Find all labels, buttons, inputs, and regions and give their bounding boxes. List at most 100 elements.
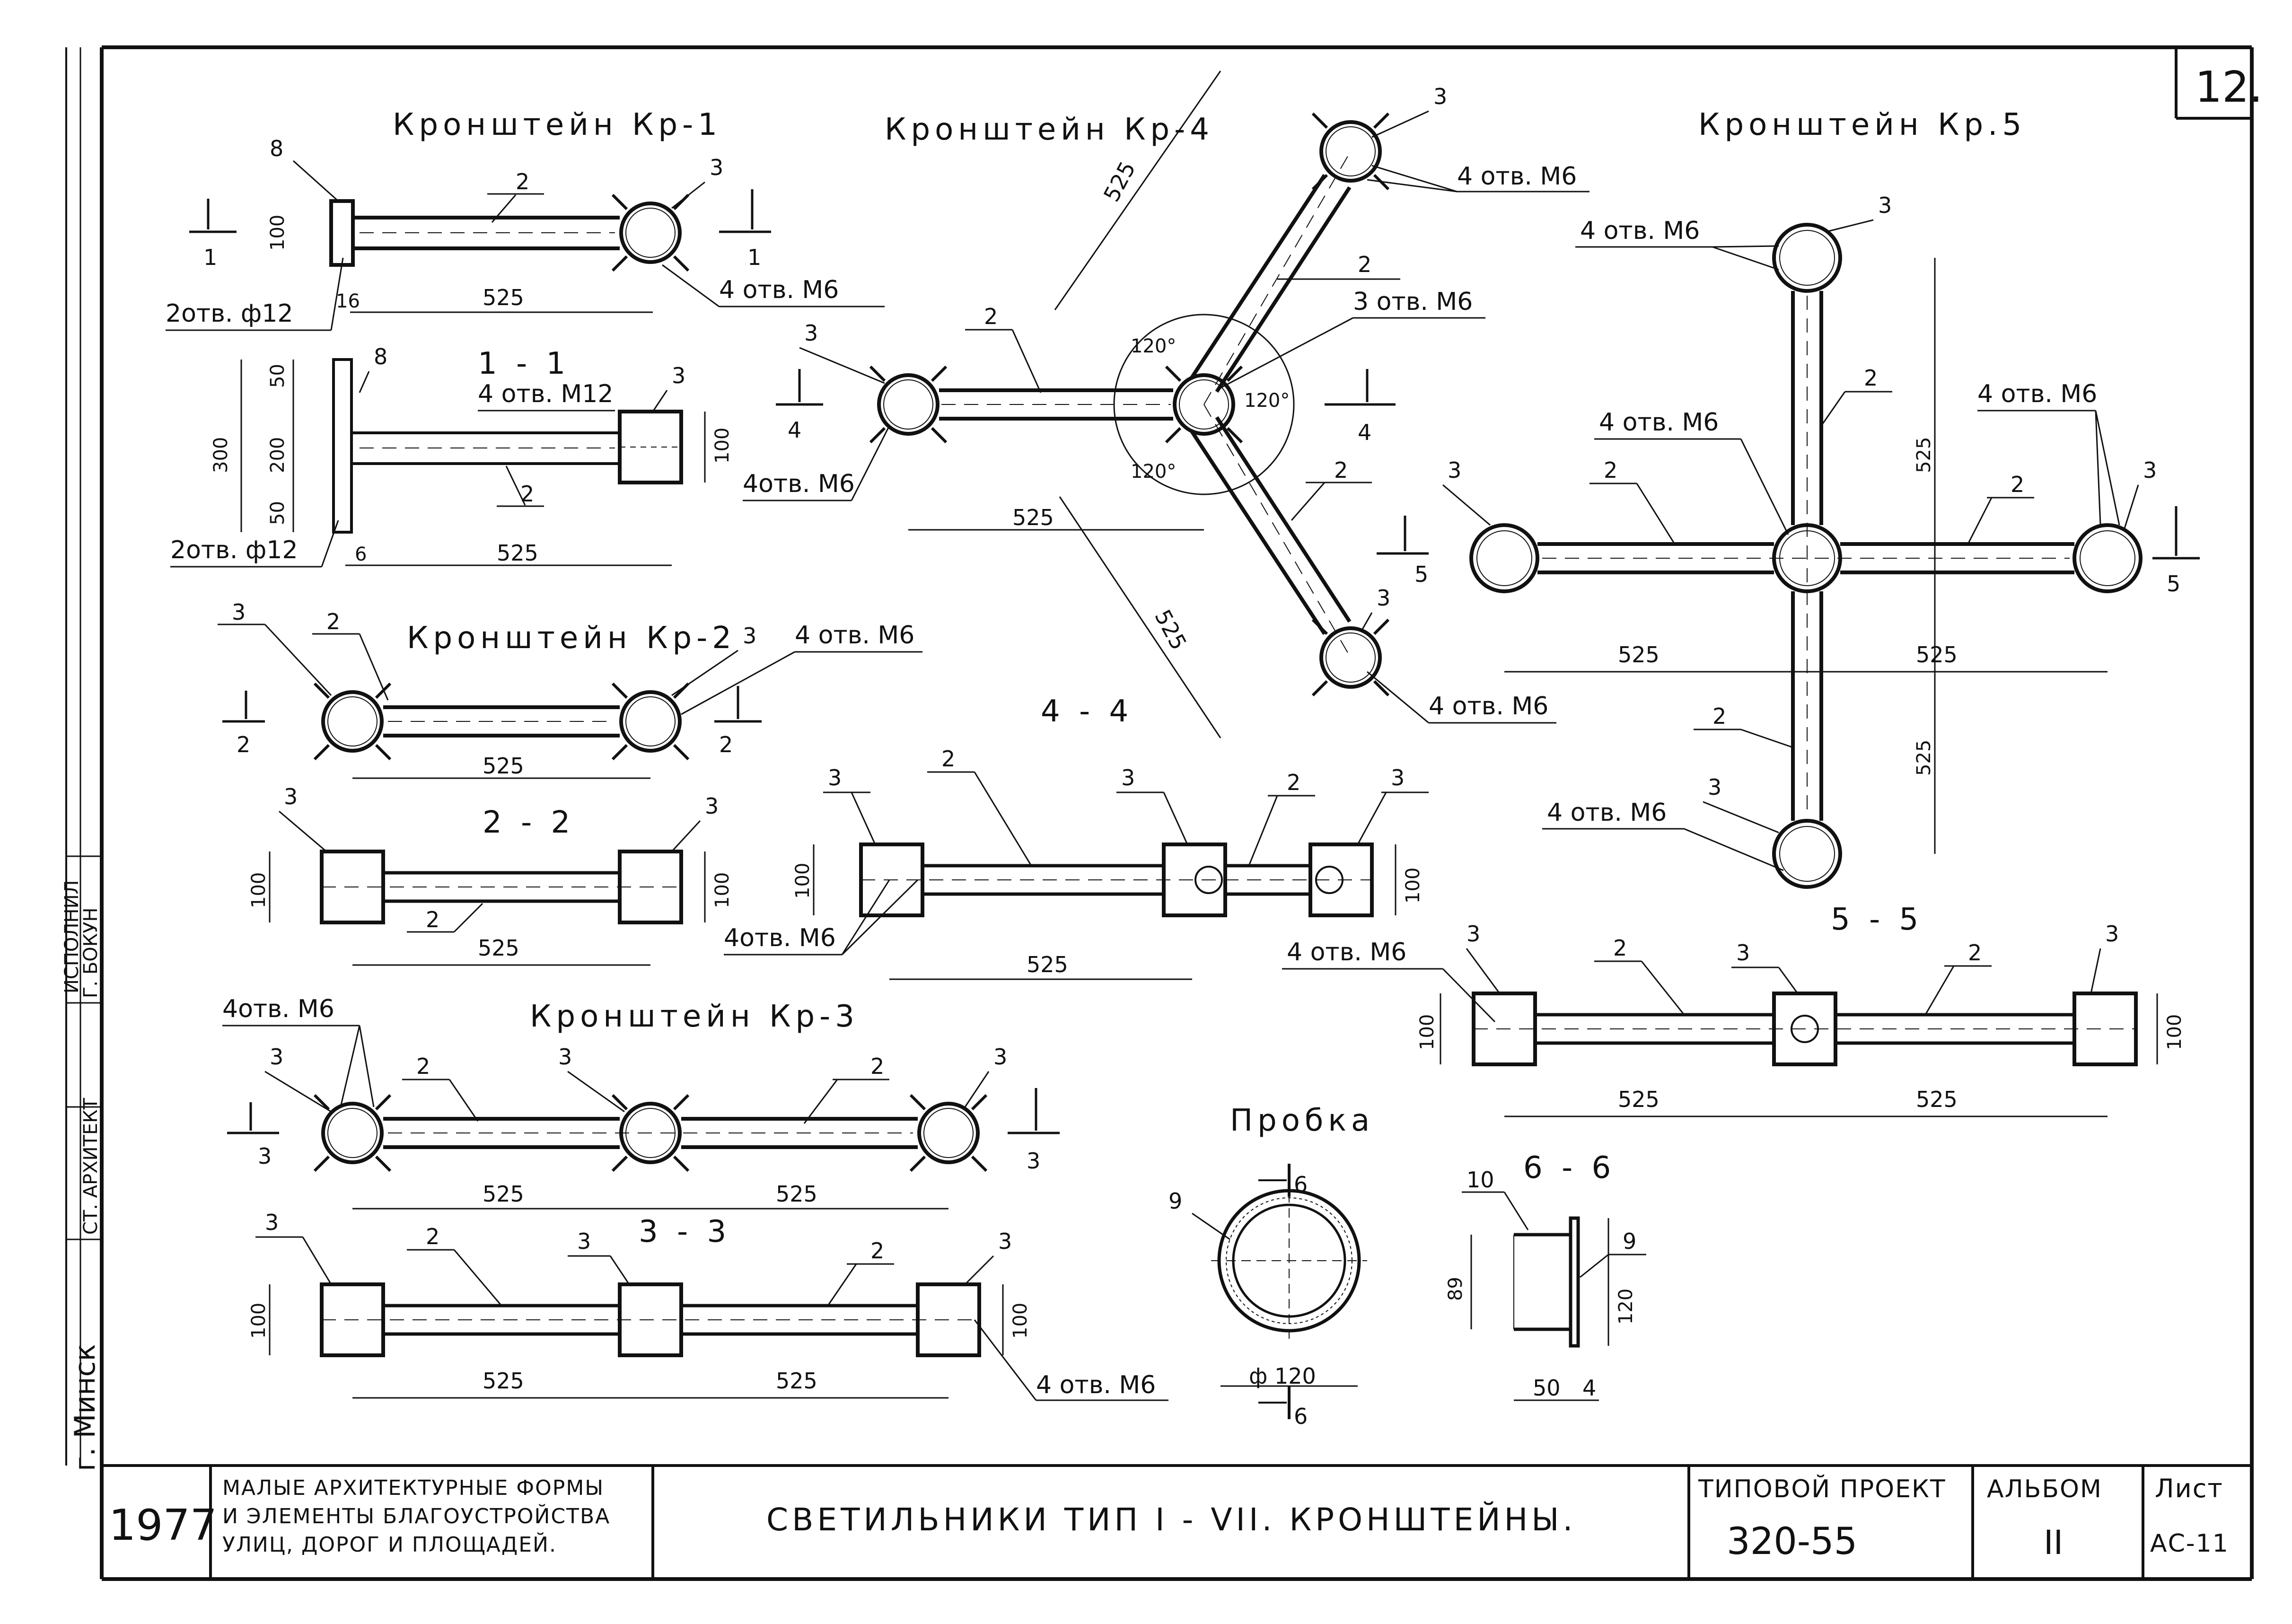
kr1-dim-525: 525 xyxy=(483,285,524,310)
sec44-part-3a: 3 xyxy=(828,765,842,790)
kr5-part-3c: 3 xyxy=(2143,457,2157,483)
title-block: 1977 МАЛЫЕ АРХИТЕКТУРНЫЕ ФОРМЫ И ЭЛЕМЕНТ… xyxy=(109,1466,2229,1579)
sec55-part-3a: 3 xyxy=(1467,921,1480,947)
sec66-dim-120: 120 xyxy=(1615,1289,1637,1325)
stamp-role-1: СТ. АРХИТЕКТ xyxy=(80,1097,102,1235)
sec44-part-3c: 3 xyxy=(1391,765,1405,790)
plug-cut-bottom: 6 xyxy=(1294,1404,1308,1429)
tb-project-l2: И ЭЛЕМЕНТЫ БЛАГОУСТРОЙСТВА xyxy=(222,1503,610,1528)
side-stamp: г. Минск СТ. АРХИТЕКТ Г. БОКУН ИСПОЛНИЛ xyxy=(61,47,102,1471)
kr5-dim-525c: 525 xyxy=(1913,437,1935,473)
sec11-part-3: 3 xyxy=(672,363,685,388)
kr5-holes-m6c: 4 отв. М6 xyxy=(1977,380,2097,408)
sec44-dim-100a: 100 xyxy=(792,863,814,899)
sec55-dim-525b: 525 xyxy=(1916,1087,1958,1112)
plug-detail: Пробка 6 6 9 ф 120 xyxy=(1168,1103,1370,1429)
bracket-kr2: Кронштейн Кр-2 3 2 3 4 отв. М6 2 2 525 xyxy=(218,599,922,779)
kr3-title: Кронштейн Кр-3 xyxy=(530,999,859,1034)
kr4-part-3b: 3 xyxy=(804,320,818,346)
sec11-holes-phi12: 2отв. ф12 xyxy=(170,536,298,564)
plug-part-9: 9 xyxy=(1168,1188,1182,1214)
plug-dim-phi120: ф 120 xyxy=(1249,1363,1316,1389)
sec11-dim-100: 100 xyxy=(711,428,733,464)
kr4-cut-5: 5 xyxy=(1414,562,1428,587)
kr1-dim-16: 16 xyxy=(336,290,360,312)
sec66-dim-50: 50 xyxy=(1533,1375,1561,1401)
kr1-cut-left: 1 xyxy=(203,245,217,270)
kr2-holes-m6: 4 отв. М6 xyxy=(795,621,914,650)
stamp-role-2: ИСПОЛНИЛ xyxy=(61,880,83,993)
tb-project-l1: МАЛЫЕ АРХИТЕКТУРНЫЕ ФОРМЫ xyxy=(222,1476,604,1500)
bracket-kr3: Кронштейн Кр-3 4отв. М6 3 2 3 2 3 3 3 52… xyxy=(222,995,1060,1210)
sec33-dim-100a: 100 xyxy=(248,1303,270,1339)
kr4-holes-3m6: 3 отв. М6 xyxy=(1353,288,1473,316)
tb-sheet-title: СВЕТИЛЬНИКИ ТИП I - VII. КРОНШТЕЙНЫ. xyxy=(766,1501,1576,1538)
sec55-dim-100b: 100 xyxy=(2164,1014,2186,1050)
sec33-dim-525a: 525 xyxy=(483,1368,524,1394)
sec33-part-3b: 3 xyxy=(577,1229,591,1254)
kr4-dim-525a: 525 xyxy=(1098,157,1141,206)
stamp-name-1: Г. БОКУН xyxy=(80,907,102,998)
sec44-dim-525: 525 xyxy=(1027,952,1068,977)
sec33-title: 3 - 3 xyxy=(639,1214,731,1249)
kr5-title: Кронштейн Кр.5 xyxy=(1698,107,2026,142)
sec66-part-10: 10 xyxy=(1467,1167,1494,1193)
kr1-part-3: 3 xyxy=(710,155,723,180)
kr3-part-3b: 3 xyxy=(558,1044,572,1070)
kr4-cut-4-right: 4 xyxy=(1358,420,1371,445)
sec22-part-2: 2 xyxy=(426,907,439,932)
sec33-holes-m6: 4 отв. М6 xyxy=(1036,1371,1156,1399)
sec22-part-3b: 3 xyxy=(705,793,719,819)
kr4-holes-m6b: 4отв. М6 xyxy=(743,470,855,498)
kr4-part-3c: 3 xyxy=(1377,585,1390,611)
sec44-holes-m6: 4отв. М6 xyxy=(724,924,836,952)
kr2-title: Кронштейн Кр-2 xyxy=(407,621,736,656)
kr3-part-3a: 3 xyxy=(270,1044,283,1070)
kr3-dim-525b: 525 xyxy=(776,1181,817,1207)
kr5-part-3a: 3 xyxy=(1878,193,1892,218)
kr5-dim-525a: 525 xyxy=(1618,642,1660,667)
kr5-dim-525b: 525 xyxy=(1916,642,1958,667)
kr2-dim-525: 525 xyxy=(483,753,524,779)
kr4-part-3a: 3 xyxy=(1433,84,1447,109)
tb-sheet-code: АС-11 xyxy=(2150,1529,2229,1558)
kr3-cut-right: 3 xyxy=(1027,1148,1040,1174)
kr1-part-8: 8 xyxy=(270,136,283,161)
tb-typical-number: 320-55 xyxy=(1727,1520,1857,1563)
kr5-holes-m6d: 4 отв. М6 xyxy=(1547,799,1667,827)
sec55-dim-100a: 100 xyxy=(1416,1014,1438,1050)
kr5-part-3d: 3 xyxy=(1708,774,1721,800)
sec55-holes-m6: 4 отв. М6 xyxy=(1287,938,1406,966)
kr3-holes-m6: 4отв. М6 xyxy=(222,995,334,1023)
sec33-part-2b: 2 xyxy=(870,1238,884,1264)
sec11-part-2: 2 xyxy=(520,481,534,507)
sec11-dim-300: 300 xyxy=(210,437,232,473)
kr4-dim-525b: 525 xyxy=(1012,505,1054,530)
sec22-title: 2 - 2 xyxy=(483,805,575,840)
section-5-5: 5 - 5 4 отв. М6 3 2 3 2 3 100 100 525 52… xyxy=(1282,902,2186,1117)
kr5-dim-525d: 525 xyxy=(1913,740,1935,776)
sec55-title: 5 - 5 xyxy=(1831,902,1923,937)
kr1-holes-phi12: 2отв. ф12 xyxy=(166,299,293,328)
sec55-part-3b: 3 xyxy=(1736,940,1750,966)
sec66-part-9: 9 xyxy=(1623,1229,1636,1254)
sec55-part-3c: 3 xyxy=(2105,921,2119,947)
sec55-part-2b: 2 xyxy=(1968,940,1982,966)
kr4-part-2b: 2 xyxy=(984,304,998,329)
kr2-cut-left: 2 xyxy=(237,732,250,757)
sec22-dim-100a: 100 xyxy=(248,872,270,908)
section-1-1: 1 - 1 8 4 отв. М12 3 2 300 50 200 50 100… xyxy=(170,344,733,568)
kr1-holes-m6: 4 отв. М6 xyxy=(719,276,839,304)
section-6-6: 6 - 6 10 9 89 120 50 4 xyxy=(1445,1150,1646,1401)
kr5-part-2a: 2 xyxy=(1864,365,1878,391)
kr4-part-2c: 2 xyxy=(1334,457,1348,483)
stamp-city: г. Минск xyxy=(69,1344,102,1471)
kr5-holes-m6b: 4 отв. М6 xyxy=(1599,408,1719,437)
kr4-dim-525c: 525 xyxy=(1150,606,1192,654)
section-3-3: 3 - 3 3 2 3 2 3 100 100 4 отв. М6 525 52… xyxy=(248,1210,1168,1401)
sec11-dim-525: 525 xyxy=(497,540,538,566)
kr2-part-3b: 3 xyxy=(743,623,756,649)
tb-album-label: АЛЬБОМ xyxy=(1987,1475,2102,1503)
sec44-part-2b: 2 xyxy=(1287,770,1300,795)
